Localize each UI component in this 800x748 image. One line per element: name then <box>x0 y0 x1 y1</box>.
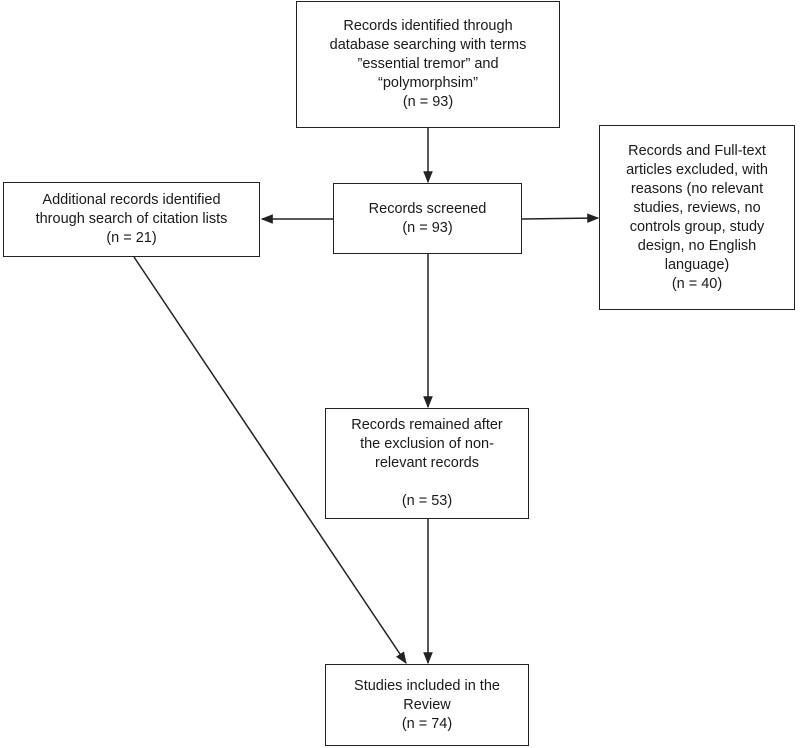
box-line: controls group, study <box>629 218 765 235</box>
box-records-remained: Records remained after the exclusion of … <box>325 408 529 519</box>
box-line: “polymorphsim” <box>378 75 478 91</box>
box-count: (n = 21) <box>106 230 157 246</box>
box-line: Additional records identified <box>42 192 221 208</box>
box-line: Records identified through <box>343 18 513 34</box>
box-line: design, no English <box>637 237 757 254</box>
arrow-screened-to-excluded <box>521 213 600 223</box>
box-records-identified: Records identified through database sear… <box>296 1 560 128</box>
box-count: (n = 93) <box>402 94 454 110</box>
box-line: reasons (no relevant <box>630 180 764 197</box>
box-records-excluded: Records and Full-text articles excluded,… <box>599 125 795 310</box>
box-line: Review <box>403 696 451 713</box>
box-count: (n = 93) <box>402 219 453 236</box>
arrow-additional-to-included <box>133 256 407 664</box>
box-line: ”essential tremor” and <box>357 56 499 72</box>
box-line: Studies included in the <box>354 677 500 694</box>
box-line: Records and Full-text <box>628 142 766 159</box>
box-count: (n = 53) <box>401 493 453 509</box>
box-studies-included: Studies included in the Review (n = 74) <box>325 664 529 746</box>
box-line: the exclusion of non- <box>360 436 494 452</box>
box-line: relevant records <box>375 455 479 471</box>
box-line: database searching with terms <box>329 37 527 53</box>
box-records-screened: Records screened (n = 93) <box>333 183 522 254</box>
box-count: (n = 40) <box>671 275 723 292</box>
box-line: language) <box>664 256 730 273</box>
box-line: Records remained after <box>351 417 503 433</box>
box-line: articles excluded, with <box>626 161 768 178</box>
box-line: studies, reviews, no <box>633 199 761 216</box>
box-count: (n = 74) <box>401 715 453 732</box>
box-additional-records: Additional records identified through se… <box>3 182 260 257</box>
box-line: Records screened <box>368 200 487 217</box>
box-line: through search of citation lists <box>35 211 228 227</box>
